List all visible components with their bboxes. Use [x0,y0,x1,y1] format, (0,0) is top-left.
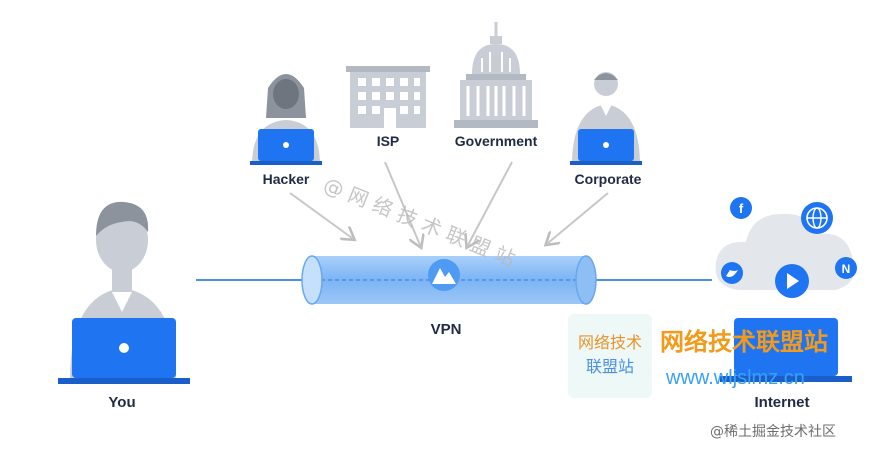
internet-cloud-icon: f N [715,197,857,298]
isp-building-icon [346,66,430,128]
svg-text:f: f [739,201,744,216]
watermark-site-url: www.wljslmz.cn [665,367,805,389]
watermark-logo-line2: 联盟站 [586,357,634,376]
play-icon [775,264,809,298]
internet-laptop-icon [720,318,852,382]
arrow-hacker [289,192,352,238]
twitter-icon [721,262,743,284]
watermark-juejin: @稀土掘金技术社区 [710,424,836,440]
observer-arrows [289,161,609,245]
watermark-logo: 网络技术 联盟站 [568,314,652,398]
facebook-icon: f [730,197,752,219]
label-corporate: Corporate [575,171,642,187]
label-isp: ISP [377,133,400,149]
globe-icon [801,202,833,234]
government-capitol-icon [454,22,538,128]
label-government: Government [455,133,538,149]
label-hacker: Hacker [263,171,310,187]
arrow-corporate [548,192,609,243]
corporate-figure-icon [570,72,642,165]
arrow-isp [384,161,420,245]
label-you: You [108,394,135,411]
vpn-tunnel [301,255,597,305]
vpn-logo-icon [428,259,460,291]
label-internet: Internet [754,394,809,411]
label-vpn: VPN [431,321,462,338]
svg-text:N: N [842,262,851,276]
n-icon: N [835,257,857,279]
arrow-government [468,161,513,245]
hacker-figure-icon [250,74,322,165]
you-figure-icon [58,201,190,384]
watermark-logo-line1: 网络技术 [578,333,642,352]
watermark-site-name: 网络技术联盟站 [660,328,828,356]
